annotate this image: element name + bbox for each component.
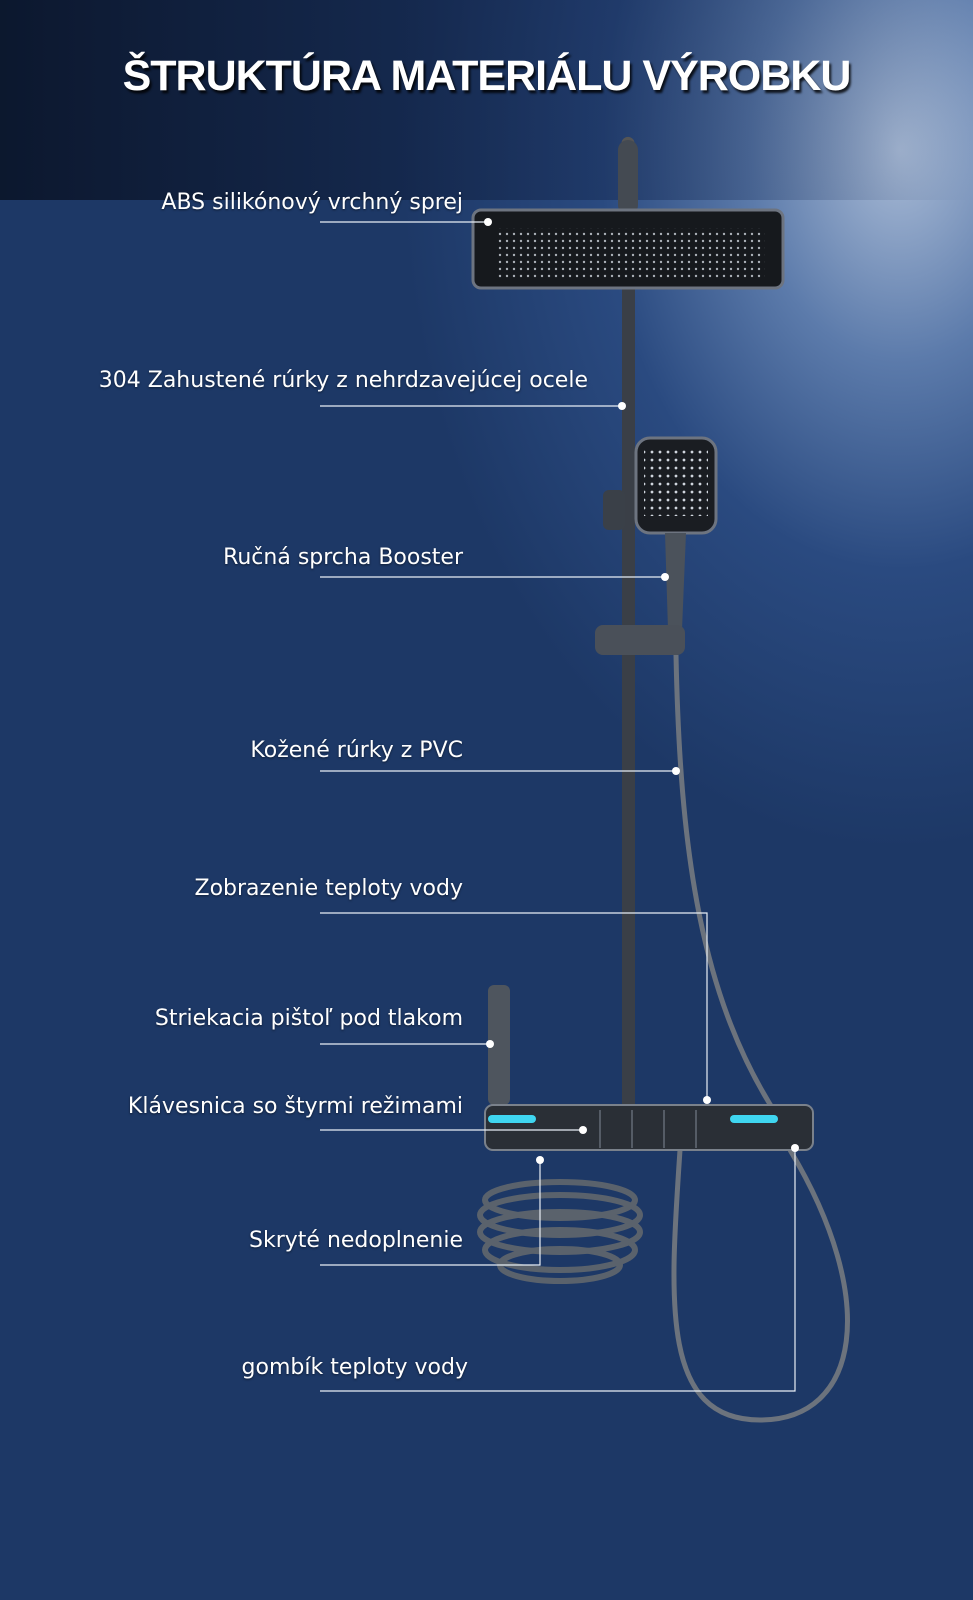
spray-gun xyxy=(488,985,510,1105)
label-steel-pipe: 304 Zahustené rúrky z nehrdzavejúcej oce… xyxy=(98,368,588,393)
control-panel xyxy=(484,1104,814,1151)
callout-dots xyxy=(484,218,799,1164)
label-pvc-hose: Kožené rúrky z PVC xyxy=(250,738,463,763)
label-temperature-display: Zobrazenie teploty vody xyxy=(194,876,464,901)
label-hand-shower: Ručná sprcha Booster xyxy=(223,545,463,570)
label-hidden-refill: Skryté nedoplnenie xyxy=(249,1228,463,1253)
leader-lines xyxy=(320,221,796,1392)
label-temperature-knob: gombík teploty vody xyxy=(241,1355,468,1380)
header-shade xyxy=(0,0,973,200)
pvc-hose xyxy=(673,654,783,1122)
label-spray-gun: Striekacia pištoľ pod tlakom xyxy=(154,1006,463,1031)
coiled-hose xyxy=(477,1179,643,1284)
label-keypad: Klávesnica so štyrmi režimami xyxy=(127,1094,463,1119)
slide-bar-holder xyxy=(595,625,685,655)
temperature-display-light xyxy=(488,1115,536,1123)
label-overhead-spray: ABS silikónový vrchný sprej xyxy=(161,190,463,215)
page-title: ŠTRUKTÚRA MATERIÁLU VÝROBKU xyxy=(122,52,852,100)
